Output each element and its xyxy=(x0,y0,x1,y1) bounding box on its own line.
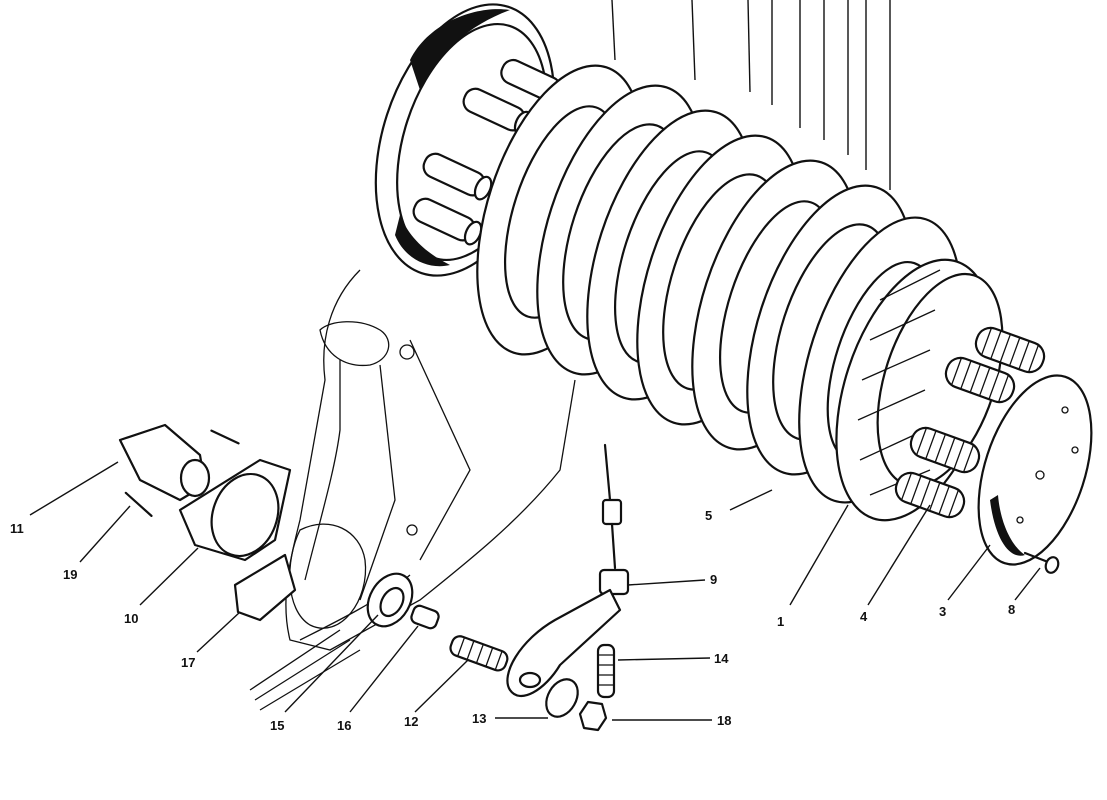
callout-1: 1 xyxy=(777,614,784,629)
gearbox-casing xyxy=(249,269,576,711)
pressure-cover-plate xyxy=(977,374,1093,566)
callout-18: 18 xyxy=(717,713,731,728)
release-lever-assembly xyxy=(506,443,630,732)
callout-16: 16 xyxy=(337,718,351,733)
callout-15: 15 xyxy=(270,718,284,733)
slave-cylinder-bracket xyxy=(118,423,297,622)
callout-leaders xyxy=(29,461,1041,721)
callout-10: 10 xyxy=(124,611,138,626)
callout-3: 3 xyxy=(939,604,946,619)
top-leader-lines xyxy=(611,0,891,190)
callout-13: 13 xyxy=(472,711,486,726)
callout-8: 8 xyxy=(1008,602,1015,617)
cover-screw xyxy=(1023,551,1060,574)
callout-17: 17 xyxy=(181,655,195,670)
callout-9: 9 xyxy=(710,572,717,587)
callout-5: 5 xyxy=(705,508,712,523)
clutch-plate-stack xyxy=(476,64,962,504)
callout-labels: 11 19 10 17 15 16 12 13 18 14 9 5 1 4 3 … xyxy=(10,508,1015,733)
callout-4: 4 xyxy=(860,609,868,624)
callout-19: 19 xyxy=(63,567,77,582)
callout-14: 14 xyxy=(714,651,729,666)
clutch-springs xyxy=(894,326,1046,519)
callout-11: 11 xyxy=(10,521,24,536)
callout-12: 12 xyxy=(404,714,418,729)
release-bearing-parts xyxy=(366,572,509,672)
